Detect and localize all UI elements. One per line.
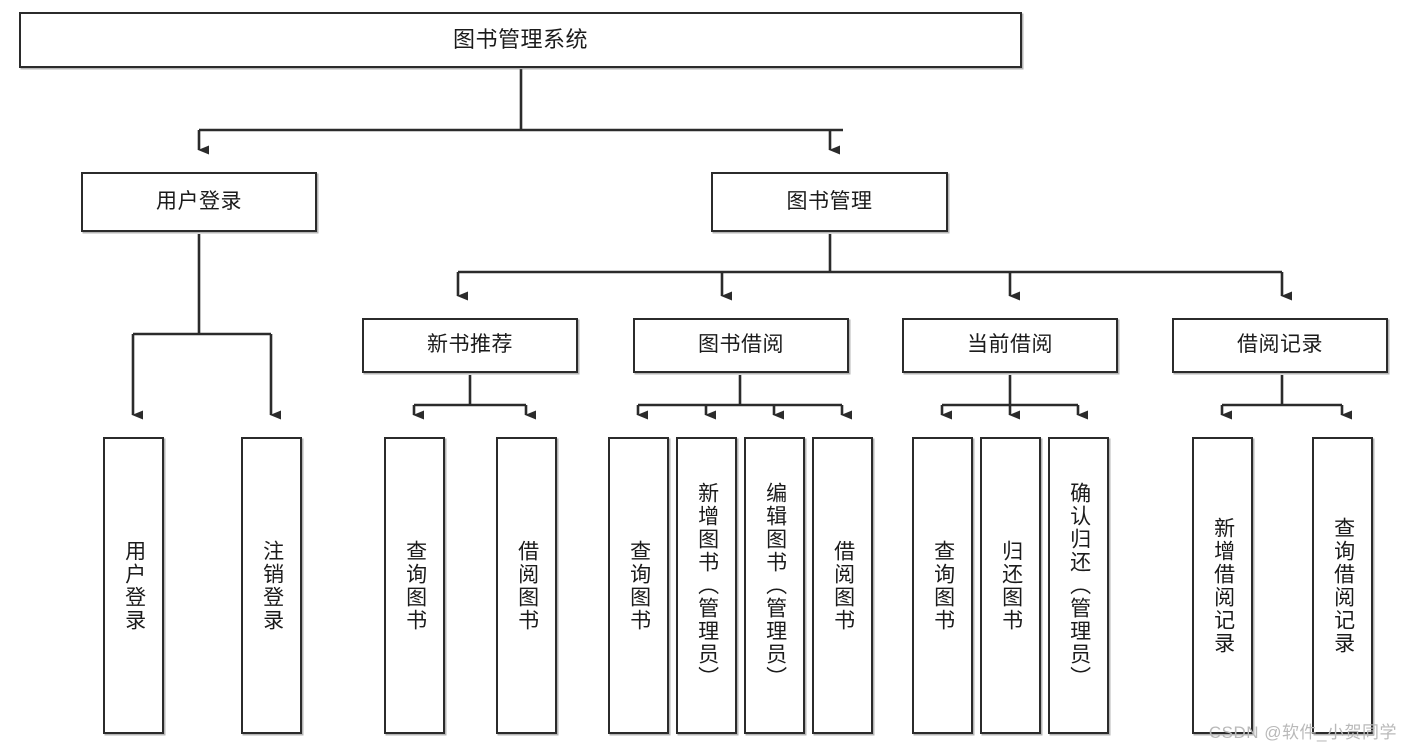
node-current-borrow-label: 当前借阅 <box>967 333 1053 357</box>
leaf-current-borrow-return-book[interactable]: 归还图书 <box>980 437 1041 734</box>
node-user-login[interactable]: 用户登录 <box>81 172 317 232</box>
leaf-new-book-query-book[interactable]: 查询图书 <box>384 437 445 734</box>
leaf-label: 新增借阅记录 <box>1211 516 1235 655</box>
leaf-label: 新增图书（管理员） <box>695 482 719 689</box>
leaf-label: 查询借阅记录 <box>1331 516 1355 655</box>
leaf-borrow-record-add-record[interactable]: 新增借阅记录 <box>1192 437 1253 734</box>
leaf-label: 借阅图书 <box>515 539 539 632</box>
node-root-label: 图书管理系统 <box>452 27 588 53</box>
leaf-label: 注销登录 <box>260 539 284 632</box>
leaf-current-borrow-query-book[interactable]: 查询图书 <box>912 437 973 734</box>
csdn-watermark: CSDN @软件_小贺同学 <box>1208 723 1397 742</box>
node-borrow-record[interactable]: 借阅记录 <box>1172 318 1388 373</box>
leaf-label: 编辑图书（管理员） <box>763 482 787 689</box>
leaf-book-borrow-borrow-book[interactable]: 借阅图书 <box>812 437 873 734</box>
leaf-user-login-logout[interactable]: 注销登录 <box>241 437 302 734</box>
node-book-borrow-label: 图书借阅 <box>698 333 784 357</box>
leaf-book-borrow-edit-book-admin[interactable]: 编辑图书（管理员） <box>744 437 805 734</box>
leaf-label: 查询图书 <box>403 539 427 632</box>
leaf-book-borrow-add-book-admin[interactable]: 新增图书（管理员） <box>676 437 737 734</box>
leaf-label: 查询图书 <box>931 539 955 632</box>
leaf-label: 归还图书 <box>999 539 1023 632</box>
leaf-user-login-user-login[interactable]: 用户登录 <box>103 437 164 734</box>
leaf-book-borrow-query-book[interactable]: 查询图书 <box>608 437 669 734</box>
leaf-new-book-borrow-book[interactable]: 借阅图书 <box>496 437 557 734</box>
leaf-label: 查询图书 <box>627 539 651 632</box>
node-root-book-management-system[interactable]: 图书管理系统 <box>19 12 1022 68</box>
node-book-management-label: 图书管理 <box>786 189 873 213</box>
leaf-current-borrow-confirm-return-admin[interactable]: 确认归还（管理员） <box>1048 437 1109 734</box>
node-new-book-recommend-label: 新书推荐 <box>427 333 513 357</box>
leaf-label: 借阅图书 <box>831 539 855 632</box>
node-new-book-recommend[interactable]: 新书推荐 <box>362 318 578 373</box>
node-book-borrow[interactable]: 图书借阅 <box>633 318 849 373</box>
node-borrow-record-label: 借阅记录 <box>1237 333 1323 357</box>
leaf-label: 用户登录 <box>122 539 146 632</box>
node-current-borrow[interactable]: 当前借阅 <box>902 318 1118 373</box>
leaf-borrow-record-query-record[interactable]: 查询借阅记录 <box>1312 437 1373 734</box>
node-user-login-label: 用户登录 <box>156 189 242 213</box>
node-book-management[interactable]: 图书管理 <box>711 172 948 232</box>
leaf-label: 确认归还（管理员） <box>1067 482 1091 689</box>
